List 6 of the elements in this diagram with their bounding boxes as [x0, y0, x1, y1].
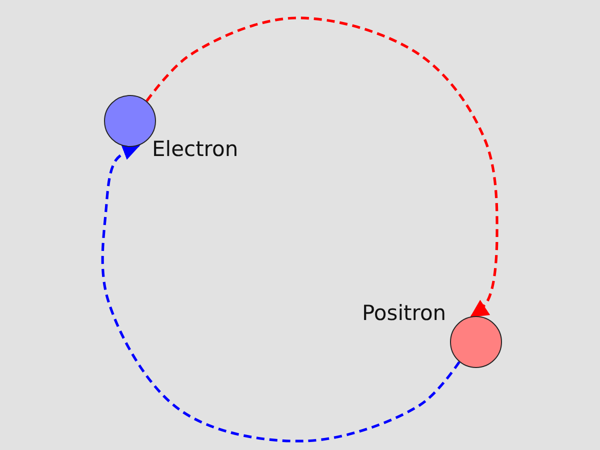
particle-label: Electron — [152, 139, 238, 160]
circle-particle — [450, 316, 502, 368]
dashed-arrow — [146, 16, 498, 318]
dashed-arrow — [101, 142, 460, 442]
circle-particle — [104, 95, 156, 147]
particle-label: Positron — [362, 303, 446, 324]
